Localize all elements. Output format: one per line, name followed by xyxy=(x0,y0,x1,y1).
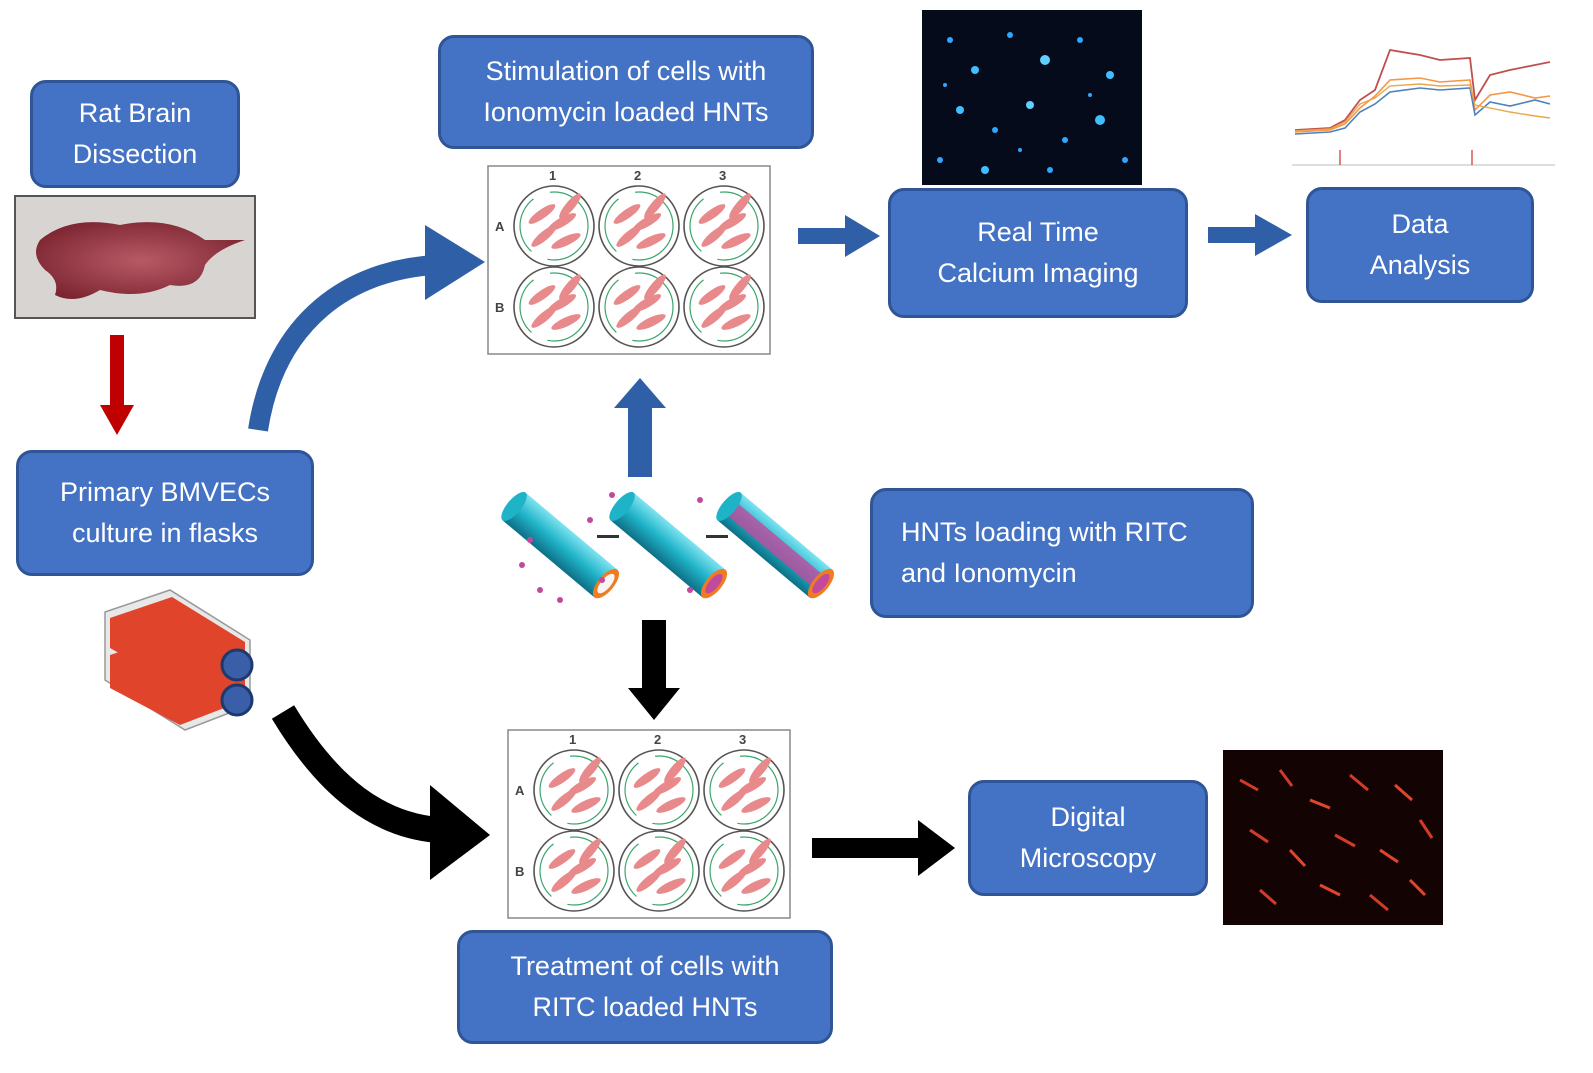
arrow-imaging-to-analysis xyxy=(1208,214,1292,256)
box-line: Dissection xyxy=(72,139,198,169)
plate-col-label: 3 xyxy=(739,732,746,747)
arrow-hnts-down xyxy=(628,620,680,720)
plate-col-label: 2 xyxy=(654,732,661,747)
hnt-loading-box: HNTs loading with RITC and Ionomycin xyxy=(870,488,1254,618)
box-line: Treatment of cells with xyxy=(510,951,780,981)
plate-col-label: 3 xyxy=(719,168,726,183)
data-analysis-chart-thumbnail xyxy=(1285,25,1565,175)
plate-row-label: B xyxy=(515,864,524,879)
red-down-arrow xyxy=(100,335,134,435)
arrow-hnts-up xyxy=(614,378,666,477)
box-line: culture in flasks xyxy=(71,518,259,548)
box-line: Microscopy xyxy=(1019,843,1157,873)
culture-flasks-illustration xyxy=(104,589,254,731)
rat-brain-dissection-box: Rat Brain Dissection xyxy=(30,80,240,188)
curved-black-arrow xyxy=(271,705,490,880)
box-line: Digital xyxy=(1050,802,1126,832)
bottom-well-plate: 1 2 3 A B xyxy=(507,729,791,919)
plate-col-label: 2 xyxy=(634,168,641,183)
primary-culture-box: Primary BMVECs culture in flasks xyxy=(16,450,314,576)
digital-microscopy-box: Digital Microscopy xyxy=(968,780,1208,896)
box-line: Ionomycin loaded HNTs xyxy=(483,97,769,127)
box-line: Analysis xyxy=(1369,250,1471,280)
plate-row-label: A xyxy=(515,783,525,798)
box-line: Rat Brain xyxy=(78,98,192,128)
red-fluorescence-micrograph xyxy=(1223,750,1443,925)
hnt-tubes-illustration xyxy=(501,491,835,603)
stimulation-box: Stimulation of cells with Ionomycin load… xyxy=(438,35,814,149)
top-well-plate: 1 2 3 A B xyxy=(487,165,771,355)
box-line: Real Time xyxy=(977,217,1099,247)
calcium-imaging-micrograph xyxy=(922,10,1142,185)
rat-photo xyxy=(14,195,256,319)
box-line: Primary BMVECs xyxy=(59,477,270,507)
box-line: RITC loaded HNTs xyxy=(532,992,758,1022)
plate-row-label: B xyxy=(495,300,504,315)
plate-row-label: A xyxy=(495,219,505,234)
calcium-imaging-box: Real Time Calcium Imaging xyxy=(888,188,1188,318)
data-analysis-box: Data Analysis xyxy=(1306,187,1534,303)
box-line: and Ionomycin xyxy=(901,558,1077,588)
arrow-plate-to-microscopy xyxy=(812,820,955,876)
box-line: HNTs loading with RITC xyxy=(901,517,1188,547)
box-line: Stimulation of cells with xyxy=(485,56,767,86)
plate-col-label: 1 xyxy=(549,168,556,183)
curved-blue-arrow xyxy=(248,225,485,432)
box-line: Calcium Imaging xyxy=(937,258,1139,288)
box-line: Data xyxy=(1391,209,1449,239)
arrow-plate-to-imaging xyxy=(798,215,880,257)
plate-col-label: 1 xyxy=(569,732,576,747)
treatment-box: Treatment of cells with RITC loaded HNTs xyxy=(457,930,833,1044)
